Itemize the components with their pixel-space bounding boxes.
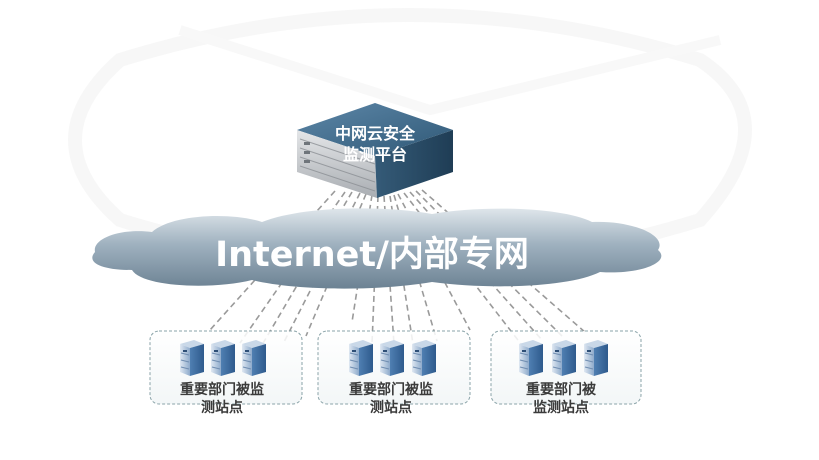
platform-server: 中网云安全 监测平台 [297,103,453,198]
platform-label-line1: 中网云安全 [335,124,416,143]
server-icon [211,340,235,376]
network-cloud: Internet/内部专网 [92,208,662,289]
site-group-3: 重要部门被 监测站点 [490,330,642,416]
site-group-2: 重要部门被监 测站点 [317,330,471,416]
site-label-line2: 监测站点 [533,399,589,416]
server-icon [180,340,204,376]
platform-label-line2: 监测平台 [343,145,407,164]
site-label-line2: 测站点 [370,399,412,416]
background-decoration [68,8,752,272]
site-label-line1: 重要部门被监 [180,381,264,398]
network-label: Internet/内部专网 [215,235,529,275]
server-icon [380,340,404,376]
server-icon [584,340,608,376]
server-icon [242,340,266,376]
platform-side-face [375,130,453,198]
site-label-line1: 重要部门被 [526,381,597,398]
server-icon [519,340,543,376]
platform-top-face [297,103,453,156]
server-icon [412,340,436,376]
site-label-line1: 重要部门被监 [349,381,433,398]
server-icon [349,340,373,376]
server-icon [552,340,576,376]
platform-front-face [297,130,377,198]
connection-line [421,189,587,334]
site-label-line2: 测站点 [201,399,243,416]
site-group-1: 重要部门被监 测站点 [149,330,303,416]
